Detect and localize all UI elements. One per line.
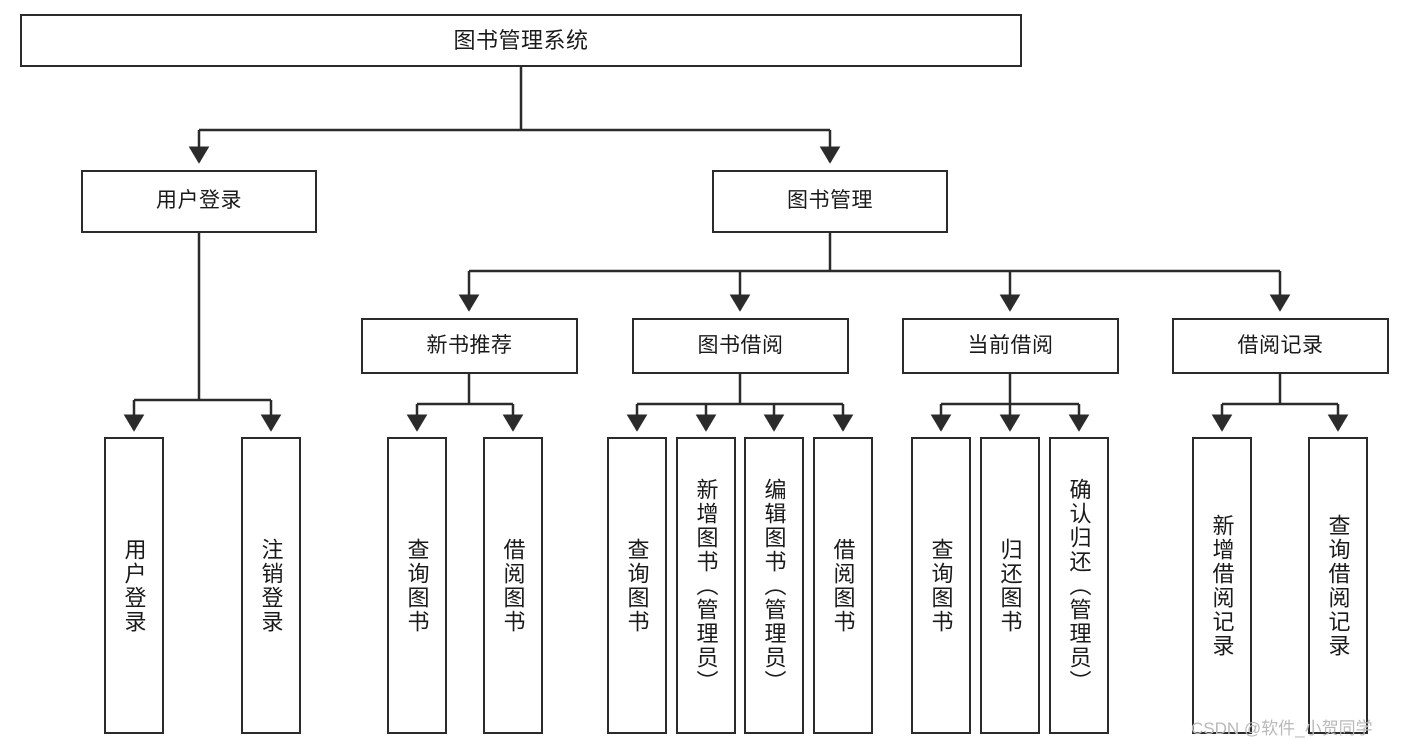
node-book-management[interactable]: 图书管理 — [712, 170, 948, 233]
node-leaf-query-book-recommend[interactable]: 查询图书 — [387, 437, 447, 734]
node-leaf-query-book-borrow[interactable]: 查询图书 — [607, 437, 667, 734]
node-leaf-add-borrow-record[interactable]: 新增借阅记录 — [1192, 437, 1252, 734]
node-label: 归还图书 — [997, 537, 1023, 634]
node-leaf-user-login[interactable]: 用户登录 — [104, 437, 164, 734]
node-label: 查询图书 — [404, 537, 430, 634]
node-leaf-add-book-admin[interactable]: 新增图书（管理员） — [676, 437, 736, 734]
node-label: 借阅记录 — [1237, 333, 1324, 357]
node-book-borrow[interactable]: 图书借阅 — [632, 318, 849, 374]
node-leaf-return-book[interactable]: 归还图书 — [980, 437, 1040, 734]
node-label: 当前借阅 — [967, 333, 1054, 357]
node-leaf-edit-book-admin[interactable]: 编辑图书（管理员） — [744, 437, 804, 734]
node-leaf-confirm-return-admin[interactable]: 确认归还（管理员） — [1049, 437, 1109, 734]
node-leaf-logout[interactable]: 注销登录 — [241, 437, 301, 734]
node-label: 确认归还（管理员） — [1066, 477, 1092, 694]
node-leaf-query-borrow-record[interactable]: 查询借阅记录 — [1308, 437, 1368, 734]
node-label: 用户登录 — [121, 537, 147, 634]
node-borrow-record[interactable]: 借阅记录 — [1172, 318, 1389, 374]
node-root-book-management-system[interactable]: 图书管理系统 — [20, 14, 1022, 67]
node-label: 新书推荐 — [426, 333, 513, 357]
node-label: 图书借阅 — [697, 333, 784, 357]
node-leaf-borrow-book[interactable]: 借阅图书 — [813, 437, 873, 734]
node-label: 新增图书（管理员） — [693, 477, 719, 694]
node-label: 借阅图书 — [500, 537, 526, 634]
csdn-watermark: CSDN @软件_小贺同学 — [1191, 719, 1373, 738]
node-leaf-query-book-current[interactable]: 查询图书 — [911, 437, 971, 734]
node-label: 注销登录 — [258, 537, 284, 634]
node-label: 图书管理系统 — [453, 27, 589, 53]
node-leaf-borrow-book-recommend[interactable]: 借阅图书 — [483, 437, 543, 734]
node-user-login[interactable]: 用户登录 — [81, 170, 317, 233]
node-label: 编辑图书（管理员） — [761, 477, 787, 694]
node-label: 查询借阅记录 — [1325, 513, 1351, 658]
node-current-borrow[interactable]: 当前借阅 — [902, 318, 1119, 374]
node-label: 图书管理 — [787, 189, 873, 213]
node-new-book-recommend[interactable]: 新书推荐 — [361, 318, 578, 374]
node-label: 查询图书 — [624, 537, 650, 634]
node-label: 借阅图书 — [830, 537, 856, 634]
node-label: 查询图书 — [928, 537, 954, 634]
node-label: 新增借阅记录 — [1209, 513, 1235, 658]
node-label: 用户登录 — [156, 189, 242, 213]
